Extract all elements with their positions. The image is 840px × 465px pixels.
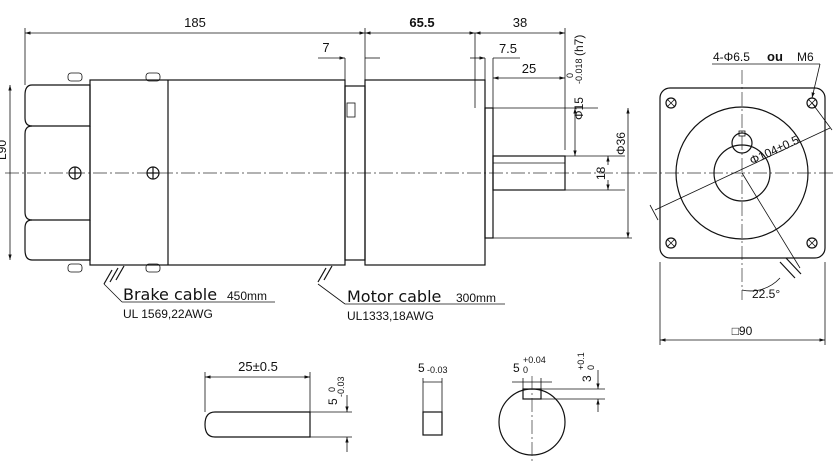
brake-cable bbox=[103, 269, 113, 285]
brake-cable-length: 450mm bbox=[227, 289, 267, 303]
front-cable bbox=[779, 261, 796, 279]
key-width-a-lower: -0.03 bbox=[336, 376, 346, 397]
motor-cable-length: 300mm bbox=[456, 291, 496, 305]
screw-icon bbox=[146, 166, 160, 180]
square-flange bbox=[659, 87, 826, 259]
shaft-dia-tol-upper: 0 bbox=[565, 73, 575, 78]
shaft-dia: Φ15 bbox=[572, 97, 586, 120]
keyway-section bbox=[498, 370, 605, 462]
mount-hole-icon bbox=[665, 237, 677, 249]
key-end-view bbox=[422, 378, 443, 436]
keyway-depth: 3 bbox=[580, 375, 594, 382]
dim-25: 25 bbox=[522, 61, 536, 76]
dim-38: 38 bbox=[513, 15, 527, 30]
tab-bottom-1 bbox=[67, 263, 83, 273]
front-view bbox=[649, 63, 833, 345]
shaft-circle bbox=[731, 132, 753, 154]
side-view bbox=[5, 72, 835, 305]
keyway-width-upper: +0.04 bbox=[523, 355, 546, 365]
dim-65-5: 65.5 bbox=[409, 15, 434, 30]
key-side-view bbox=[204, 372, 352, 452]
flange-notch bbox=[346, 102, 356, 118]
gear-housing bbox=[364, 79, 486, 266]
square-label: □90 bbox=[732, 324, 753, 338]
screw-icon bbox=[68, 166, 82, 180]
keyway-width: 5 bbox=[513, 361, 520, 375]
dim-18: 18 bbox=[594, 166, 608, 180]
keyway-width-lower: 0 bbox=[523, 365, 528, 375]
mount-hole-icon bbox=[806, 237, 818, 249]
brake-block-top bbox=[24, 84, 91, 127]
mount-holes: 4-Φ6.5 bbox=[713, 50, 750, 64]
tab-bottom-2 bbox=[145, 263, 161, 273]
motor-cable bbox=[317, 267, 327, 283]
pilot-dia: Φ36 bbox=[614, 132, 628, 155]
dim-185: 185 bbox=[184, 15, 206, 30]
pcd-label: Φ104±0.5 bbox=[747, 133, 801, 168]
pilot-circle bbox=[713, 144, 771, 202]
flange-circle bbox=[675, 106, 809, 240]
key-width-a-upper: 0 bbox=[327, 387, 337, 392]
cable-angle-line bbox=[741, 172, 801, 269]
shaft-dia-tol-lower: -0.018 bbox=[574, 58, 584, 84]
dim-7: 7 bbox=[322, 40, 329, 55]
top-dimensions bbox=[24, 28, 566, 156]
keyway-depth-upper: +0.1 bbox=[576, 352, 586, 370]
mount-or: ou bbox=[767, 49, 783, 64]
angle-label: 22.5° bbox=[752, 287, 780, 301]
motor-cable-label: Motor cable bbox=[347, 287, 441, 306]
shaft-dia-fit: (h7) bbox=[572, 35, 586, 56]
dim-7-5: 7.5 bbox=[499, 41, 517, 56]
key-width-a: 5 bbox=[326, 398, 340, 405]
tab-top-2 bbox=[145, 72, 161, 82]
key-width-b: 5 bbox=[418, 361, 425, 375]
tab-top-1 bbox=[67, 72, 83, 82]
output-shaft bbox=[492, 155, 566, 191]
shaft-dimensions bbox=[493, 107, 632, 239]
pcd-line bbox=[654, 127, 831, 211]
shaft-key bbox=[738, 130, 746, 137]
angle-arc bbox=[741, 277, 781, 292]
key-length: 25±0.5 bbox=[238, 359, 278, 374]
motor-body bbox=[89, 79, 346, 266]
mount-thread: M6 bbox=[797, 50, 814, 64]
key-body bbox=[204, 411, 311, 438]
keyway-depth-lower: 0 bbox=[586, 365, 596, 370]
motor-cable-spec: UL1333,18AWG bbox=[347, 309, 434, 323]
brake-block-bottom bbox=[24, 219, 91, 261]
brake-cable-spec: UL 1569,22AWG bbox=[123, 307, 213, 321]
mount-hole-icon bbox=[665, 97, 677, 109]
key-width-b-tol: -0.03 bbox=[427, 365, 448, 375]
body-height: L90 bbox=[0, 140, 9, 160]
brake-cable-label: Brake cable bbox=[123, 285, 217, 304]
key-end bbox=[422, 411, 443, 436]
